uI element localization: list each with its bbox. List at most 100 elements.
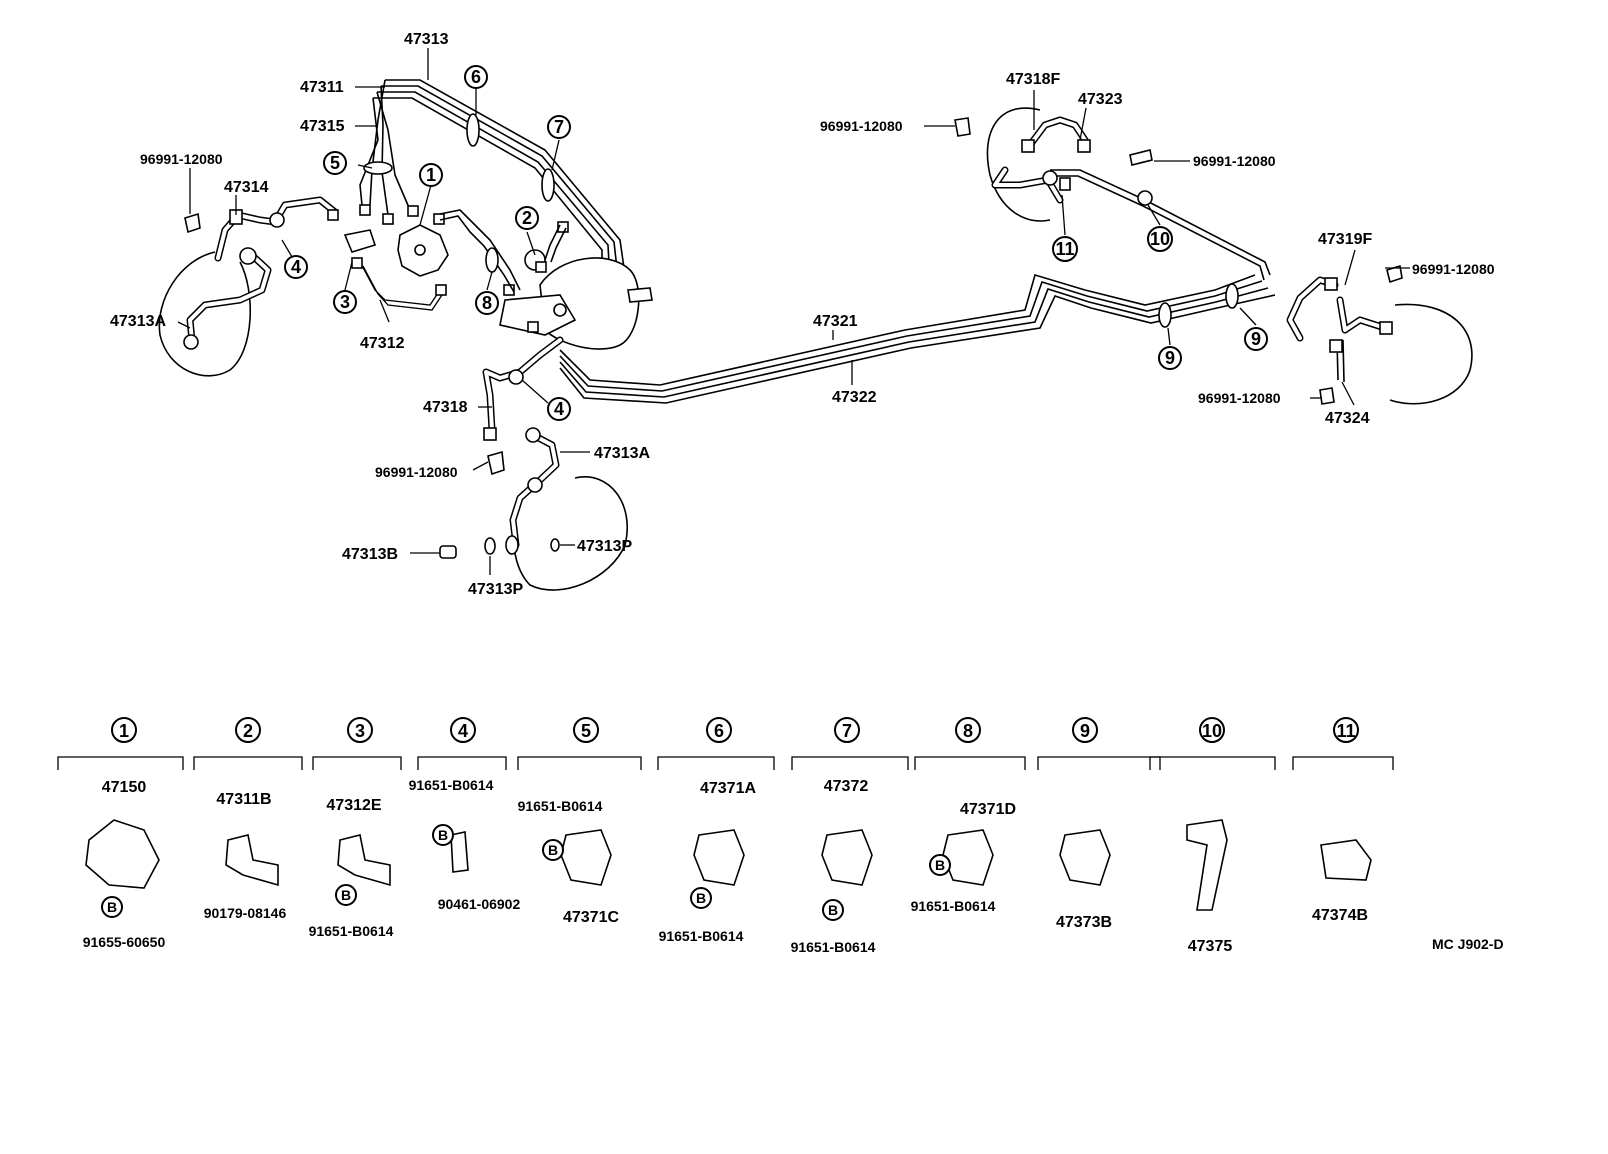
legend-index-marker xyxy=(1333,717,1359,743)
legend-index-marker xyxy=(450,717,476,743)
leader-lines xyxy=(177,48,1410,575)
svg-text:4: 4 xyxy=(291,257,301,277)
bolt-b-marker xyxy=(101,896,123,918)
legend-bracket xyxy=(57,756,184,770)
legend-sub-part: 91651-B0614 xyxy=(791,939,876,955)
legend-index-marker xyxy=(573,717,599,743)
legend-index-marker xyxy=(834,717,860,743)
bolt-b-marker xyxy=(690,887,712,909)
marker-10: 10 xyxy=(1147,226,1173,252)
legend-sub-part: 47371C xyxy=(563,909,619,926)
pipe-to-booster xyxy=(439,209,567,293)
legend-index-label: 9 xyxy=(1080,721,1090,741)
marker-8: 8 xyxy=(475,291,499,315)
marker-9a: 9 xyxy=(1158,346,1182,370)
label-47319f: 47319F xyxy=(1318,231,1372,248)
legend-sub-part: 90461-06902 xyxy=(438,896,521,912)
diagram-code: MC J902-D xyxy=(1432,936,1504,952)
label-47314: 47314 xyxy=(224,179,269,196)
legend-main-part: 47374B xyxy=(1312,907,1368,924)
svg-text:4: 4 xyxy=(554,399,564,419)
legend-main-part: 91651-B0614 xyxy=(518,798,603,814)
label-47312: 47312 xyxy=(360,335,405,352)
marker-4a: 4 xyxy=(284,255,308,279)
bolt-b-label: B xyxy=(935,857,945,873)
label-47321: 47321 xyxy=(813,313,858,330)
svg-text:5: 5 xyxy=(330,153,340,173)
legend-bracket xyxy=(417,756,507,770)
legend-main-part: 47312E xyxy=(326,797,381,814)
legend-main-part: 47373B xyxy=(1056,914,1112,931)
bolt-b-label: B xyxy=(107,899,117,915)
legend-index-marker xyxy=(955,717,981,743)
bolt-b-label: B xyxy=(828,902,838,918)
marker-9b: 9 xyxy=(1244,327,1268,351)
legend-part-shape xyxy=(225,834,279,887)
legend-main-part: 47371D xyxy=(960,801,1016,818)
legend-sub-part: 91651-B0614 xyxy=(659,928,744,944)
label-96991-rt3: 96991-12080 xyxy=(1412,261,1495,277)
legend-bracket xyxy=(312,756,402,770)
legend-main-part: 91651-B0614 xyxy=(409,777,494,793)
label-47313p-b: 47313P xyxy=(577,538,632,555)
legend-index-label: 8 xyxy=(963,721,973,741)
svg-text:10: 10 xyxy=(1150,229,1170,249)
svg-text:8: 8 xyxy=(482,293,492,313)
marker-6: 6 xyxy=(464,65,488,89)
bolt-b-label: B xyxy=(548,842,558,858)
svg-text:2: 2 xyxy=(522,208,532,228)
legend-group-11: 11 47374B xyxy=(1292,717,1394,924)
marker-5: 5 xyxy=(323,151,347,175)
legend-index-label: 11 xyxy=(1336,721,1355,741)
pipe-bundle-lower xyxy=(559,274,1276,404)
bolt-b-marker xyxy=(822,899,844,921)
proportioning-valve xyxy=(397,224,449,277)
legend-index-marker xyxy=(706,717,732,743)
label-47313-top: 47313 xyxy=(404,31,449,48)
bolt-b-label: B xyxy=(438,827,448,843)
clamps-bundle xyxy=(363,113,1239,328)
legend-bracket xyxy=(1037,756,1161,770)
front-left-brake xyxy=(158,196,339,377)
legend-group-9: 9 47373B xyxy=(1037,717,1161,931)
svg-text:9: 9 xyxy=(1251,329,1261,349)
rear-upper-brake xyxy=(954,107,1271,281)
label-96991-rt2: 96991-12080 xyxy=(1193,153,1276,169)
legend-part-shape xyxy=(821,829,873,886)
label-47318: 47318 xyxy=(423,399,468,416)
bolt-b-marker xyxy=(335,884,357,906)
label-47313a-mid: 47313A xyxy=(594,445,650,462)
legend-group-4: 4 91651-B0614 90461-06902 B xyxy=(409,717,521,912)
legend-index-label: 3 xyxy=(355,721,365,741)
legend-index-label: 7 xyxy=(842,721,852,741)
legend-main-part: 47375 xyxy=(1188,938,1233,955)
bolt-b-marker xyxy=(542,839,564,861)
label-47315: 47315 xyxy=(300,118,345,135)
legend-part-shape xyxy=(1059,829,1111,886)
marker-1: 1 xyxy=(419,163,443,187)
legend-part-shape xyxy=(693,829,745,886)
legend-index-label: 4 xyxy=(458,721,468,741)
small-parts-mid xyxy=(439,450,560,559)
parts-legend: 14715091655-60650B247311B90179-081463473… xyxy=(57,717,1394,955)
legend-index-label: 2 xyxy=(243,721,253,741)
legend-bracket xyxy=(517,756,642,770)
legend-bracket xyxy=(1292,756,1394,770)
legend-sub-part: 90179-08146 xyxy=(204,905,287,921)
legend-sub-part: 91651-B0614 xyxy=(309,923,394,939)
legend-part-shape xyxy=(1186,819,1228,911)
legend-index-label: 1 xyxy=(119,721,129,741)
legend-part-shape xyxy=(85,819,160,889)
label-47311: 47311 xyxy=(300,79,344,96)
label-96991-mid: 96991-12080 xyxy=(375,464,458,480)
legend-bracket xyxy=(1149,756,1276,770)
svg-text:9: 9 xyxy=(1165,348,1175,368)
legend-index-marker xyxy=(235,717,261,743)
label-96991-rt4: 96991-12080 xyxy=(1198,390,1281,406)
svg-text:7: 7 xyxy=(554,117,564,137)
